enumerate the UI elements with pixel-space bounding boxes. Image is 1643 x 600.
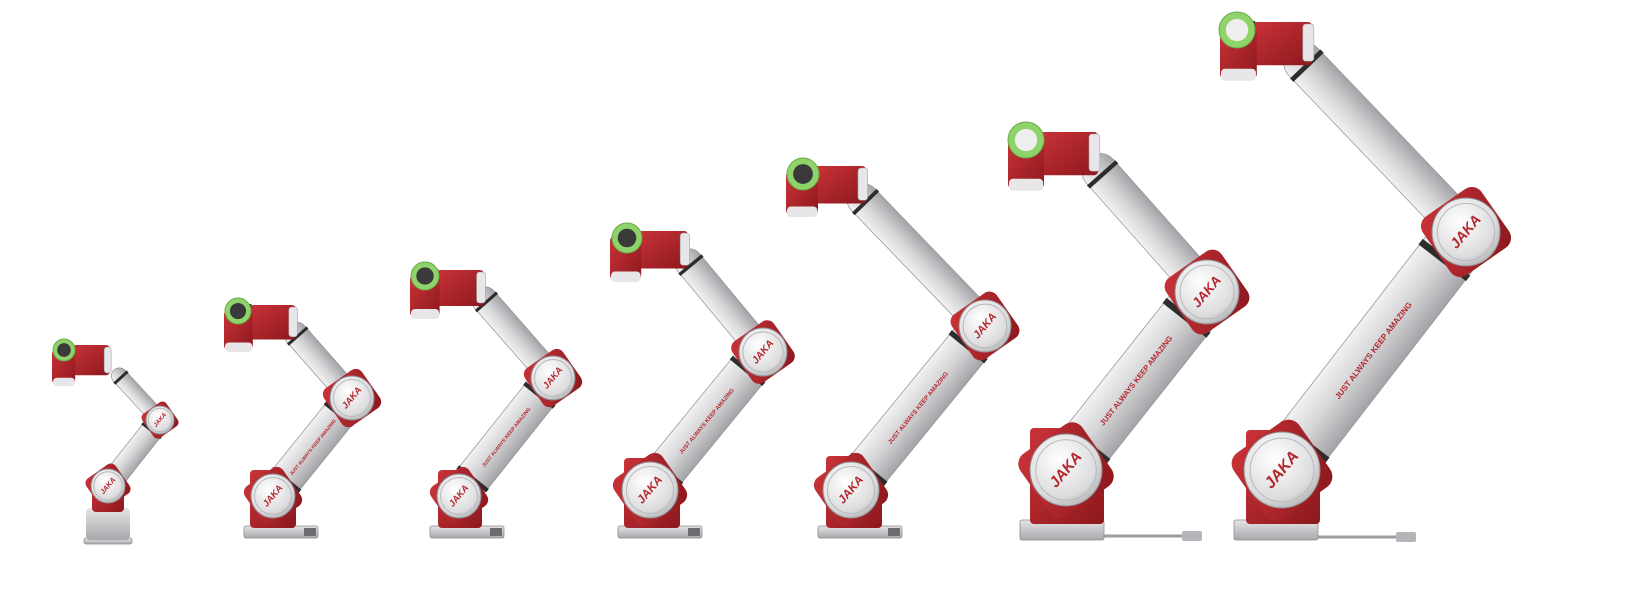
robot-6-elbow-joint-cap — [1174, 259, 1240, 325]
robot-7-shoulder-joint-cap-rim — [1249, 437, 1315, 503]
robot-1-elbow-joint-cap — [145, 405, 175, 435]
robot-6-elbow-joint: JAKA — [1164, 249, 1250, 335]
robot-7-wrist-cap — [1302, 23, 1315, 62]
robot-4-shoulder-joint-cap-rim — [625, 465, 675, 515]
robot-7-shoulder-joint-cap — [1243, 431, 1321, 509]
robot-3-base-connector — [490, 528, 502, 536]
robot-6-cable-connector — [1182, 531, 1202, 541]
robot-5-elbow-joint: JAKA — [950, 291, 1020, 361]
robot-2-shoulder-joint: JAKA — [243, 466, 303, 526]
robot-4-elbow-joint: JAKA — [731, 320, 795, 384]
robot-4-elbow-joint-cap-rim — [742, 331, 784, 373]
robot-7-tool-flange-center — [1225, 18, 1249, 42]
robot-2-forearm-ring-end — [286, 326, 309, 346]
robot-1-shoulder-joint-cap — [90, 468, 126, 504]
robot-5-base-connector — [888, 528, 900, 536]
robot-2-wrist-block — [249, 305, 296, 340]
robot-4-shoulder-joint-cap — [621, 461, 679, 519]
robot-3-shoulder-joint: JAKA — [429, 466, 489, 526]
robot-3-shoulder-joint-cap-rim — [440, 477, 478, 515]
robot-3-elbow-joint: JAKA — [523, 348, 583, 408]
robot-1: JAKA JAKA — [52, 338, 179, 545]
robot-1-tool-flange-center — [57, 343, 71, 357]
robot-2-shoulder-joint-cap — [250, 473, 296, 519]
robot-6-shoulder-joint: JAKA — [1018, 422, 1114, 518]
robot-1-base — [86, 508, 130, 540]
robot-1-wrist-block — [72, 345, 110, 376]
robot-3-wrist-cap — [476, 271, 486, 304]
robot-1-shoulder-joint-cap-rim — [93, 471, 123, 501]
robot-2-shoulder-joint-cap-rim — [254, 477, 292, 515]
robot-6-wrist-cap — [1088, 133, 1101, 172]
robot-5-tool-flange-center — [793, 164, 813, 184]
robot-1-wrist-cap — [103, 346, 112, 374]
robot-2-elbow-joint: JAKA — [322, 368, 382, 428]
robot-2-tool-flange-center — [229, 302, 247, 320]
robot-7-forearm-ring-end — [1290, 49, 1324, 82]
robot-5-tool-joint-cap — [787, 206, 818, 217]
robot-1-elbow-joint: JAKA — [141, 401, 179, 439]
robot-3-tool-joint-cap — [411, 309, 440, 319]
robot-6-forearm-ring-end — [1086, 160, 1119, 189]
robot-5-elbow-joint-cap — [958, 299, 1012, 353]
robot-5-forearm-ring-end — [851, 188, 880, 216]
robot-4-wrist-block — [637, 231, 688, 269]
robot-7-elbow-joint-cap — [1431, 197, 1501, 267]
robot-4-base-connector — [688, 528, 700, 536]
robot-7-elbow-joint-cap-rim — [1436, 202, 1496, 262]
robot-7-elbow-joint: JAKA — [1420, 186, 1512, 278]
robot-3-wrist-block — [435, 270, 484, 306]
robot-1-tool-joint-cap — [53, 377, 76, 387]
robot-6-tool-flange-center — [1014, 128, 1038, 152]
robot-4-tool-flange-center — [617, 228, 637, 248]
robot-2-wrist-cap — [288, 306, 298, 338]
robot-4-elbow-joint-cap — [738, 327, 788, 377]
robot-5-wrist-block — [814, 166, 866, 204]
robot-6-wrist-block — [1039, 132, 1098, 176]
robot-7-tool-joint-cap — [1221, 68, 1256, 81]
robot-4-tool-joint-cap — [611, 271, 641, 282]
robot-3-elbow-joint-cap-rim — [534, 359, 572, 397]
robot-2-base-connector — [304, 528, 316, 536]
robot-7-shoulder-joint: JAKA — [1231, 419, 1333, 521]
robot-3-forearm-ring-end — [474, 291, 499, 313]
robot-3-tool-flange-center — [416, 267, 434, 285]
robot-6-tool-joint-cap — [1009, 178, 1044, 191]
robot-5-shoulder-joint-cap-rim — [826, 465, 876, 515]
robot-5-shoulder-joint: JAKA — [813, 452, 889, 528]
robot-1-forearm-ring-end — [113, 370, 129, 385]
robot-5-wrist-cap — [857, 167, 868, 201]
robot-6-elbow-joint-cap-rim — [1179, 264, 1235, 320]
robot-4-forearm-ring-end — [678, 254, 704, 277]
robot-6-shoulder-joint-cap-rim — [1035, 439, 1097, 501]
robot-1-elbow-joint-cap-rim — [147, 407, 173, 433]
robot-3-elbow-joint-cap — [530, 355, 576, 401]
robot-2-elbow-joint-cap-rim — [333, 379, 371, 417]
robot-6-shoulder-joint-cap — [1029, 433, 1103, 507]
robot-3-shoulder-joint-cap — [436, 473, 482, 519]
robot-5-shoulder-joint-cap — [822, 461, 880, 519]
robot-2-elbow-joint-cap — [329, 375, 375, 421]
robot-1-shoulder-joint: JAKA — [85, 463, 131, 509]
robot-4-wrist-cap — [679, 232, 690, 266]
robot-7-cable-connector — [1396, 532, 1416, 542]
robot-2-tool-joint-cap — [225, 342, 253, 353]
robot-5-elbow-joint-cap-rim — [962, 303, 1008, 349]
robot-4-shoulder-joint: JAKA — [612, 452, 688, 528]
robot-7-wrist-block — [1252, 22, 1312, 66]
